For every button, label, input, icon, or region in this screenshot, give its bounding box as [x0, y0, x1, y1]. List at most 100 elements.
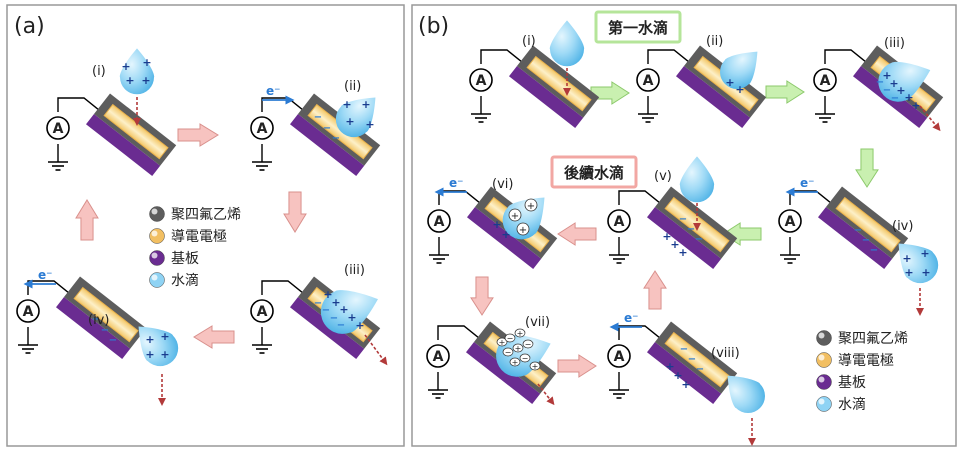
ion-charge: +: [515, 344, 522, 353]
water-droplet: [119, 48, 155, 95]
swatch-highlight: [151, 230, 158, 237]
ammeter-icon: [16, 299, 40, 323]
ammeter-label: A: [614, 214, 625, 230]
ammeter-label: A: [643, 73, 654, 89]
droplet-body: [138, 326, 179, 367]
electron-label: e⁻: [449, 176, 463, 190]
panel-a-unit-i: A++++(i): [46, 48, 177, 176]
ion-icon: [522, 339, 534, 349]
panel-a-legend-label: 聚四氟乙烯: [171, 207, 241, 223]
droplet-body: [549, 20, 585, 67]
ion-charge: +: [511, 211, 519, 222]
ammeter-icon: [426, 344, 450, 368]
next-drop-header: 後續水滴: [550, 155, 638, 189]
positive-charge: +: [142, 56, 151, 69]
panel-a-legend-swatch-1: [149, 228, 165, 244]
substrate-layer: [465, 342, 541, 404]
droplet-body: [335, 97, 376, 138]
ion-icon: [519, 353, 531, 363]
step-label: (viii): [711, 346, 740, 361]
positive-charge: +: [735, 83, 744, 96]
ion-charge: +: [519, 225, 527, 236]
step-label: (vi): [492, 177, 513, 192]
swatch-highlight: [151, 252, 158, 259]
panel-a-unit-iii: A+++++−−−−(iii): [250, 263, 388, 366]
device: A: [46, 93, 177, 176]
positive-charge: +: [355, 319, 364, 332]
positive-charge: +: [662, 230, 671, 243]
panel-b-unit-viii: A+++−−−e⁻(viii): [607, 311, 766, 446]
positive-charge: +: [121, 60, 130, 73]
step-label: (ii): [706, 34, 723, 49]
positive-charge: +: [365, 118, 374, 131]
flow-arrow-down: [283, 191, 307, 233]
panel-b-legend-swatch-3: [816, 396, 832, 412]
swatch-highlight: [151, 208, 158, 215]
substrate-layer: [675, 66, 751, 128]
ammeter-label: A: [23, 304, 34, 320]
step-label: (i): [522, 34, 536, 49]
panel-b-unit-vii: A+−+−+−+−+(vii): [426, 315, 557, 406]
negative-charge: −: [337, 320, 345, 331]
panel-a-label: (a): [14, 14, 45, 39]
droplet-body: [320, 290, 378, 334]
ion-charge: −: [505, 348, 512, 357]
negative-charge: −: [332, 133, 340, 144]
ion-icon: [504, 333, 516, 343]
triboelectric-slab: [646, 321, 738, 404]
positive-charge: +: [347, 311, 356, 324]
ammeter-icon: [607, 344, 631, 368]
step-label: (vii): [525, 315, 550, 330]
swatch-highlight: [818, 354, 825, 361]
flow-arrow-right: [765, 80, 805, 104]
water-droplet: [335, 97, 376, 138]
flow-arrow-right: [177, 123, 219, 147]
electron-label: e⁻: [624, 311, 638, 325]
ammeter-icon: [607, 209, 631, 233]
drop-direction-arrow: [364, 334, 388, 366]
negative-charge: −: [323, 123, 331, 134]
device: A: [607, 321, 738, 404]
droplet-body: [898, 243, 939, 284]
positive-charge: +: [670, 238, 679, 251]
ion-icon: [502, 347, 514, 357]
negative-charge: −: [101, 325, 109, 336]
triboelectric-slab: [289, 93, 381, 176]
water-droplet: [138, 326, 179, 367]
ammeter-icon: [250, 299, 274, 323]
panel-b-legend-label: 導電電極: [838, 353, 894, 369]
substrate-layer: [646, 207, 722, 269]
electrode-layer: [664, 331, 730, 388]
negative-charge: −: [314, 298, 322, 309]
panel-b-legend-swatch-0: [816, 330, 832, 346]
ammeter-label: A: [476, 73, 487, 89]
negative-charge: −: [314, 112, 322, 123]
positive-charge: +: [141, 74, 150, 87]
droplet-body: [719, 51, 758, 90]
droplet-body: [878, 61, 931, 102]
positive-charge: +: [911, 99, 920, 112]
positive-charge: +: [882, 69, 891, 82]
negative-charge: −: [695, 234, 703, 245]
ammeter-icon: [46, 116, 70, 140]
negative-charge: −: [870, 245, 878, 256]
substrate-layer: [508, 66, 584, 128]
panel-a-legend-label: 導電電極: [171, 229, 227, 245]
electron-label: e⁻: [38, 268, 52, 282]
substrate-layer: [85, 114, 161, 176]
ion-icon: [496, 337, 508, 347]
ion-charge: +: [517, 329, 524, 338]
panel-b-unit-ii: A++(ii): [636, 34, 767, 128]
panel-b-unit-v: A+++−−−(v): [607, 156, 738, 269]
step-label: (i): [92, 64, 106, 79]
panel-b-legend-label: 基板: [838, 374, 866, 391]
swatch-highlight: [151, 274, 158, 281]
first-drop-header: 第一水滴: [594, 10, 682, 44]
ammeter-label: A: [433, 349, 444, 365]
positive-charge: +: [331, 296, 340, 309]
positive-charge: +: [323, 288, 332, 301]
water-droplet: [727, 375, 766, 414]
substrate-layer: [289, 114, 365, 176]
positive-charge: +: [342, 98, 351, 111]
